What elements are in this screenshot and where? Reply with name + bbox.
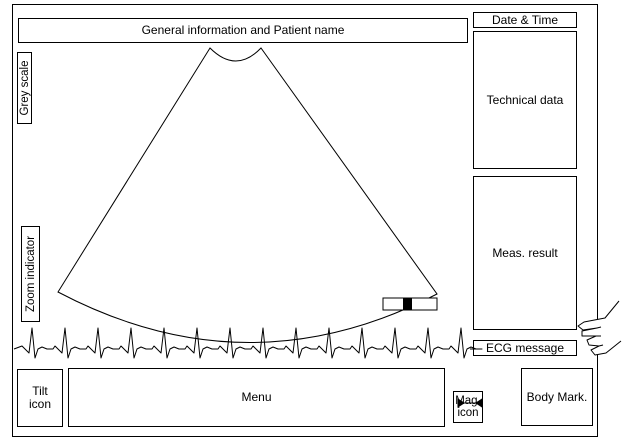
sector-image-icon <box>57 47 438 343</box>
body-mark-label: Body Mark. <box>526 389 588 404</box>
screen-frame <box>12 4 598 437</box>
scroll-bar-icon[interactable] <box>382 297 438 311</box>
body-mark-box: Body Mark. <box>521 368 593 426</box>
tilt-icon-box: Tilt icon <box>17 369 63 427</box>
technical-data-label: Technical data <box>486 92 564 107</box>
meas-result-box: Meas. result <box>473 176 577 330</box>
date-time-label: Date & Time <box>491 12 559 27</box>
menu-box[interactable]: Menu <box>68 368 445 427</box>
tilt-icon-label: Tilt icon <box>28 384 51 411</box>
patient-info-bar: General information and Patient name <box>18 18 468 43</box>
pointing-hand-icon <box>577 300 622 356</box>
magnifier-arrows-icon <box>457 398 483 408</box>
ecg-message-label: ECG message <box>485 340 565 355</box>
grey-scale-box: Grey scale <box>17 52 32 124</box>
ecg-waveform-icon <box>13 327 483 359</box>
date-time-box: Date & Time <box>473 12 577 28</box>
menu-label: Menu <box>241 390 272 405</box>
ecg-message-box: ECG message <box>473 340 577 356</box>
zoom-indicator-box: Zoom indicator <box>21 226 40 322</box>
technical-data-box: Technical data <box>473 31 577 169</box>
meas-result-label: Meas. result <box>492 245 558 260</box>
patient-info-label: General information and Patient name <box>141 23 345 38</box>
